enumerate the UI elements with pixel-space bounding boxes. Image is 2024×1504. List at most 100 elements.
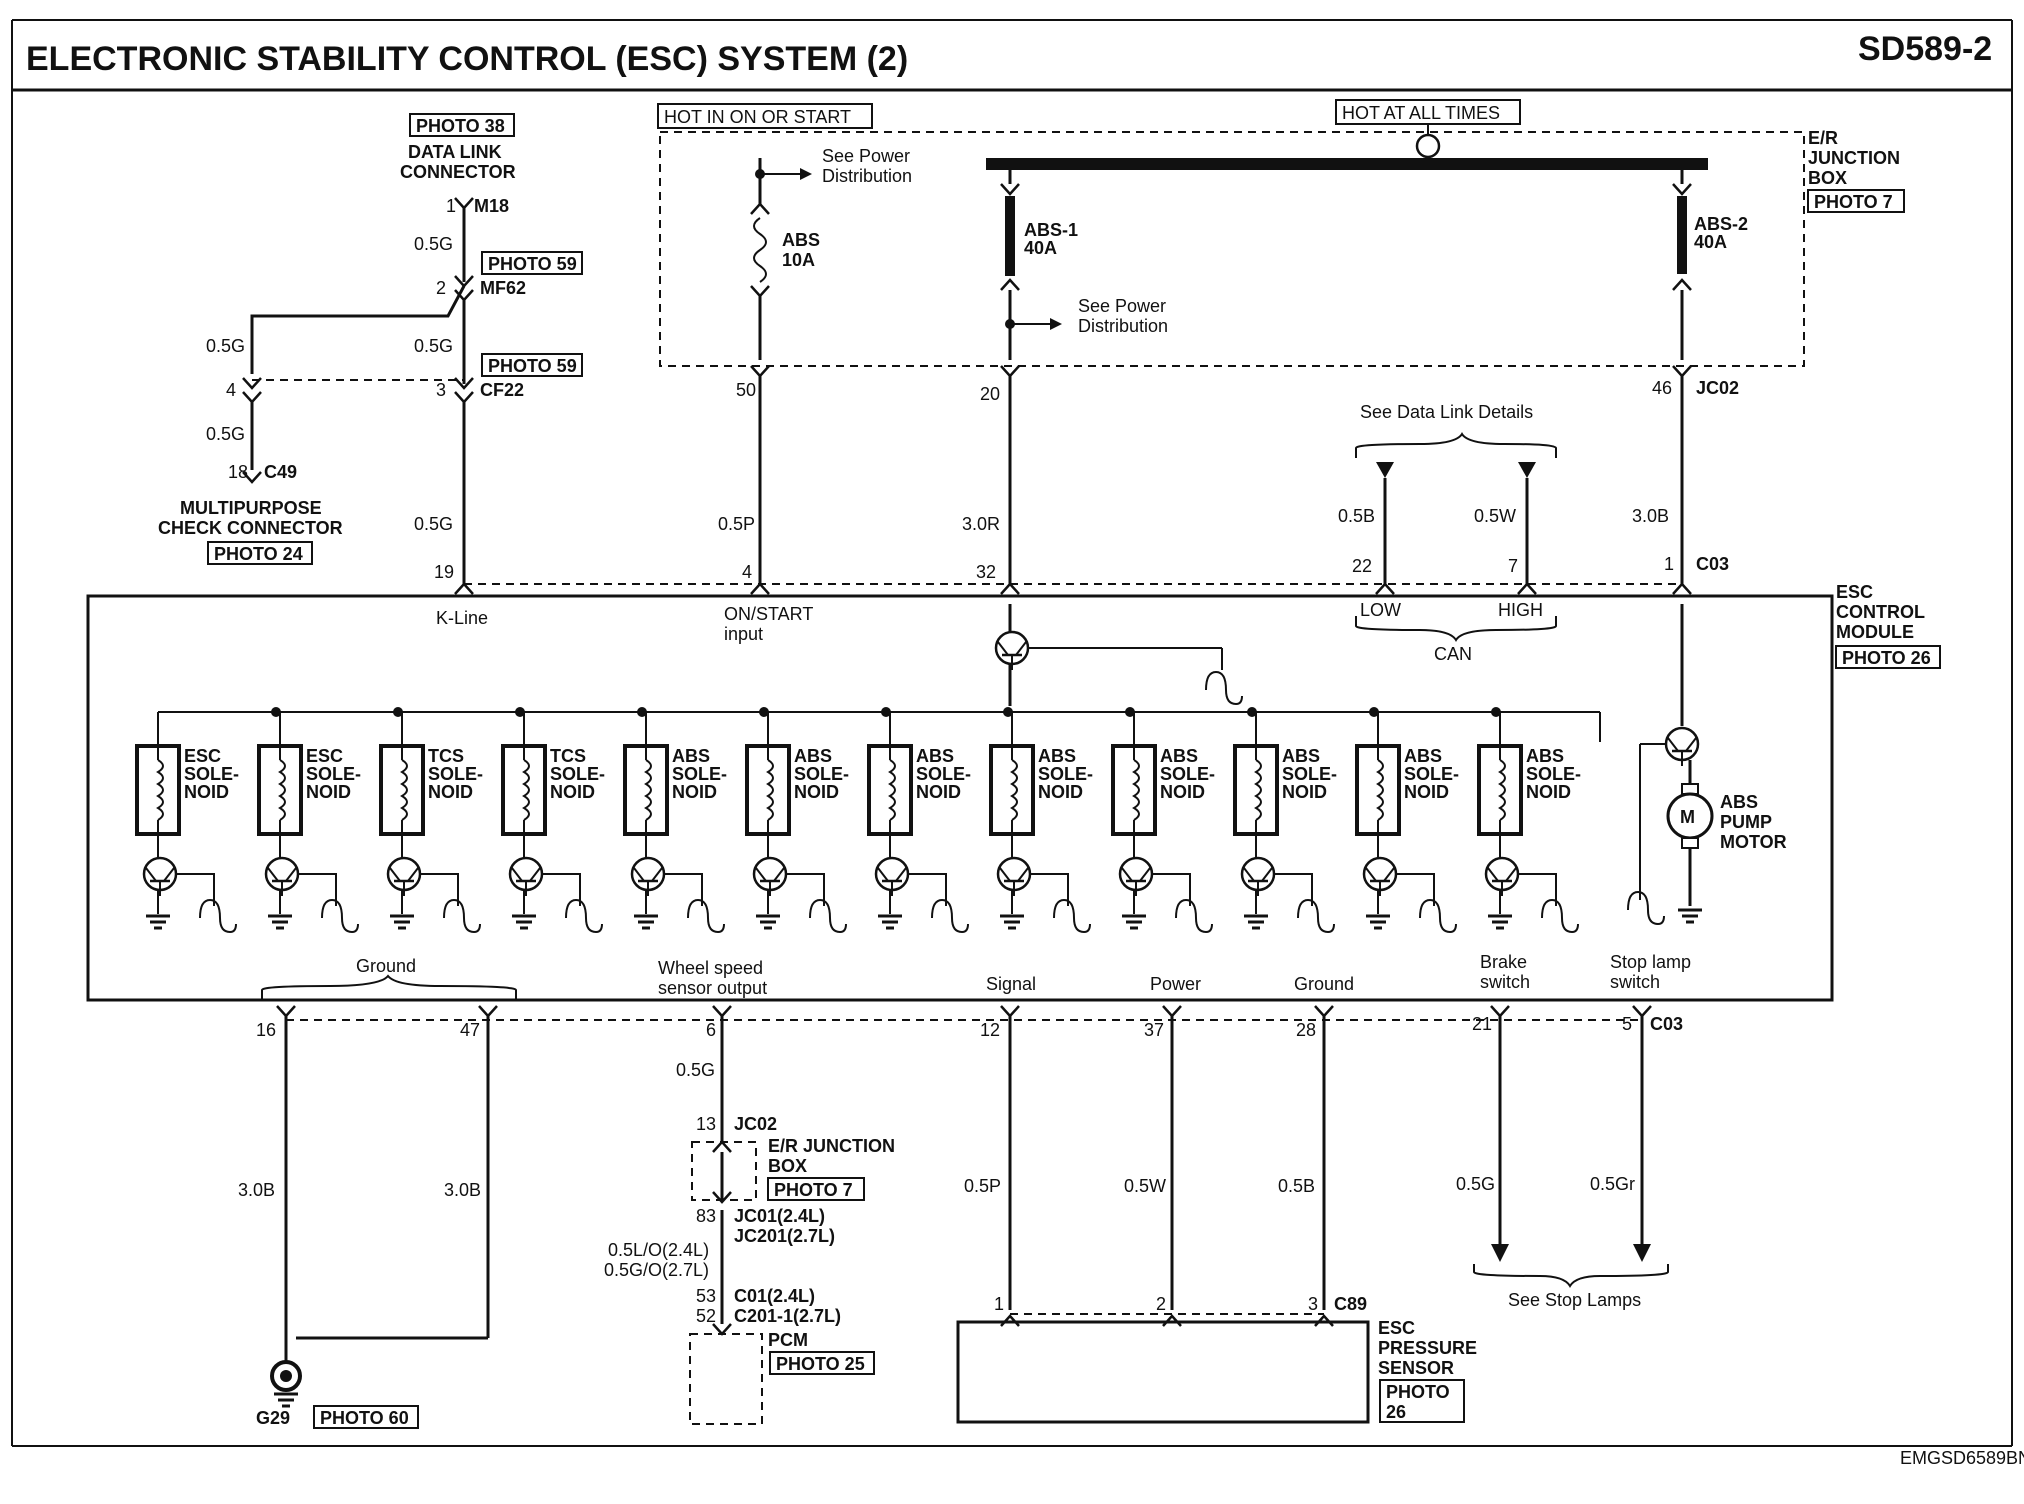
solenoid-label: SOLE- (1160, 764, 1215, 784)
brake-label-2: switch (1480, 972, 1530, 992)
mcc-c49: C49 (264, 462, 297, 482)
hot-in-on-start-label: HOT IN ON OR START (664, 107, 851, 127)
wire-47: 3.0B (444, 1180, 481, 1200)
wire-28: 0.5B (1278, 1176, 1315, 1196)
driver-transistor-icon (142, 856, 178, 898)
ground-icon (632, 914, 660, 930)
er-box-bottom-photo: PHOTO 7 (774, 1180, 853, 1200)
see-power-2b: Distribution (1078, 316, 1168, 336)
see-power-1b: Distribution (822, 166, 912, 186)
module-name-3: MODULE (1836, 622, 1914, 642)
kline-label: K-Line (436, 608, 488, 628)
mcc-pin4: 4 (226, 380, 236, 400)
solenoid-label: NOID (306, 782, 351, 802)
er-junction-box-top: HOT IN ON OR START HOT AT ALL TIMES E/R … (657, 99, 1905, 367)
solenoid-label: ABS (1038, 746, 1076, 766)
sensor-pin-3: 3 (1308, 1294, 1318, 1314)
solenoid-label: NOID (1526, 782, 1571, 802)
on-start-label-1: ON/START (724, 604, 813, 624)
sensor-photo-2: 26 (1386, 1402, 1406, 1422)
dlc-photo59b: PHOTO 59 (488, 356, 577, 376)
dlc-name-2: CONNECTOR (400, 162, 516, 182)
c03-top: C03 (1696, 554, 1729, 574)
power-label: Power (1150, 974, 1201, 994)
wire-16: 3.0B (238, 1180, 275, 1200)
solenoid-label: ESC (306, 746, 343, 766)
sensor-pin-2: 2 (1156, 1294, 1166, 1314)
mcc-name-1: MULTIPURPOSE (180, 498, 322, 518)
pin-50: 50 (736, 380, 756, 400)
bottom-harness: 16 47 3.0B 3.0B G29 PHOTO 60 6 0.5G 13 J… (238, 1004, 1683, 1429)
solenoid-label: ABS (916, 746, 954, 766)
dlc-name-1: DATA LINK (408, 142, 502, 162)
solenoid-coil-icon (1477, 744, 1523, 836)
see-data-link: See Data Link Details (1360, 402, 1533, 422)
ground-icon (998, 914, 1026, 930)
data-link-connector-group: PHOTO 38 DATA LINK CONNECTOR 1 M18 0.5G … (158, 113, 583, 584)
driver-transistor-icon (1484, 856, 1520, 898)
abs-2-fuse (1677, 196, 1687, 274)
wire-5: 0.5Gr (1590, 1174, 1635, 1194)
solenoid-coil-icon (867, 744, 913, 836)
solenoid-label: SOLE- (1038, 764, 1093, 784)
pin-16: 16 (256, 1020, 276, 1040)
ground-label: Ground (356, 956, 416, 976)
pin-21: 21 (1472, 1014, 1492, 1034)
solenoid-coil-icon (1111, 744, 1157, 836)
footer-code: EMGSD6589BN (1900, 1448, 2024, 1468)
abs-1-fuse (1005, 196, 1015, 276)
fuse-abs2-label: ABS-2 (1694, 214, 1748, 234)
wire-50: 0.5P (718, 514, 755, 534)
solenoid-label: ABS (794, 746, 832, 766)
solenoid-label: SOLE- (1526, 764, 1581, 784)
dlc-wire3: 0.5G (414, 514, 453, 534)
mcc-name-2: CHECK CONNECTOR (158, 518, 343, 538)
dlc-photo59a: PHOTO 59 (488, 254, 577, 274)
pin-12: 12 (980, 1020, 1000, 1040)
stop-label-2: switch (1610, 972, 1660, 992)
solenoid-label: ABS (1526, 746, 1564, 766)
wire-7: 0.5W (1474, 506, 1516, 526)
er-box-photo: PHOTO 7 (1814, 192, 1893, 212)
driver-transistor-icon (752, 856, 788, 898)
pin-53: 53 (696, 1286, 716, 1306)
wheel-speed-1: Wheel speed (658, 958, 763, 978)
solenoid-label: ABS (672, 746, 710, 766)
mcc-pin18: 18 (228, 462, 248, 482)
pump-label-3: MOTOR (1720, 832, 1787, 852)
solenoid-coil-icon (623, 744, 669, 836)
er-box-label-3: BOX (1808, 168, 1847, 188)
ground-icon (1486, 914, 1514, 930)
pin-52: 52 (696, 1306, 716, 1326)
esc-control-module: ESC CONTROL MODULE PHOTO 26 K-Line ON/ST… (86, 582, 1941, 1002)
c01-label: C01(2.4L) (734, 1286, 815, 1306)
pcm-photo: PHOTO 25 (776, 1354, 865, 1374)
solenoid-coil-icon (379, 744, 425, 836)
solenoid-coil-icon (501, 744, 547, 836)
solenoid-label: SOLE- (550, 764, 605, 784)
wire-46: 3.0B (1632, 506, 1669, 526)
pin-47: 47 (460, 1020, 480, 1040)
driver-transistor-icon (386, 856, 422, 898)
brake-label-1: Brake (1480, 952, 1527, 972)
solenoid-label: TCS (550, 746, 586, 766)
esc-pressure-sensor-box (956, 1320, 1370, 1424)
wire-20: 3.0R (962, 514, 1000, 534)
g29-label: G29 (256, 1408, 290, 1428)
pin-22: 22 (1352, 556, 1372, 576)
wire-12: 0.5P (964, 1176, 1001, 1196)
solenoid-coil-icon (989, 744, 1035, 836)
solenoid-label: NOID (916, 782, 961, 802)
ground-icon (144, 914, 172, 930)
pin-7: 7 (1508, 556, 1518, 576)
ground2-label: Ground (1294, 974, 1354, 994)
abs-10a-fuse (753, 217, 767, 283)
pin-5: 5 (1622, 1014, 1632, 1034)
